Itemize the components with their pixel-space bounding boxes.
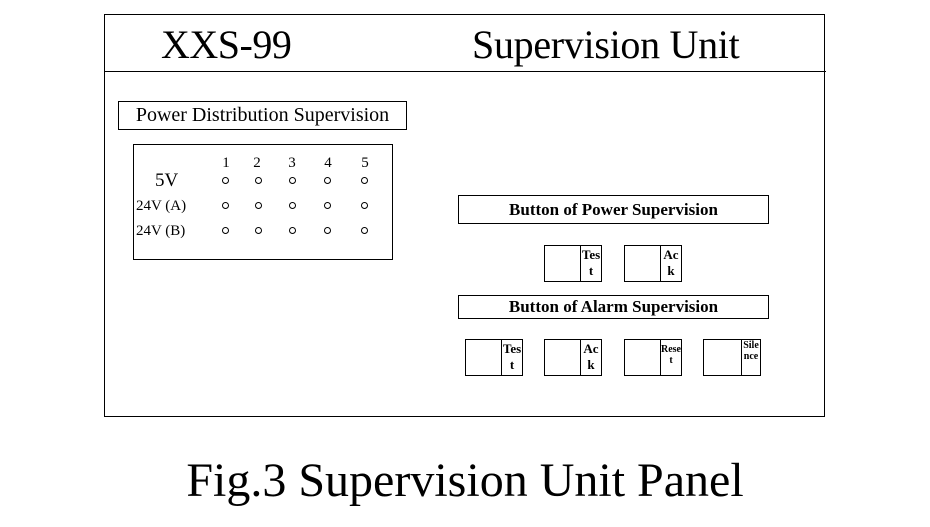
button-face[interactable] <box>466 340 502 375</box>
indicator-light <box>222 227 229 234</box>
indicator-light <box>361 227 368 234</box>
indicator-light <box>255 177 262 184</box>
model-name: XXS-99 <box>161 22 292 67</box>
indicator-light <box>324 227 331 234</box>
row-label-24v-b: 24V (B) <box>136 223 186 239</box>
indicator-light <box>289 177 296 184</box>
indicator-light <box>255 227 262 234</box>
indicator-light <box>289 227 296 234</box>
header-divider <box>104 71 826 72</box>
indicator-light <box>324 202 331 209</box>
power-indicator-grid: 1 2 3 4 5 5V 24V (A) 24V (B) <box>133 144 393 260</box>
alarm-silence-button[interactable]: Silence <box>703 339 761 376</box>
column-number: 4 <box>324 155 332 171</box>
indicator-light <box>361 202 368 209</box>
column-number: 3 <box>288 155 296 171</box>
row-label-5v: 5V <box>155 170 179 191</box>
power-test-button[interactable]: Test <box>544 245 602 282</box>
alarm-test-button[interactable]: Test <box>465 339 523 376</box>
row-label-24v-a: 24V (A) <box>136 198 187 214</box>
figure-caption: Fig.3 Supervision Unit Panel <box>186 454 744 507</box>
column-number: 1 <box>222 155 230 171</box>
button-label: Ack <box>583 341 599 372</box>
power-ack-button[interactable]: Ack <box>624 245 682 282</box>
button-label: Test <box>502 341 522 372</box>
button-face[interactable] <box>545 340 581 375</box>
indicator-light <box>361 177 368 184</box>
alarm-buttons-title: Button of Alarm Supervision <box>458 295 769 319</box>
button-label: Test <box>581 247 601 278</box>
indicator-light <box>222 177 229 184</box>
alarm-reset-button[interactable]: Reset <box>624 339 682 376</box>
alarm-ack-button[interactable]: Ack <box>544 339 602 376</box>
column-number: 2 <box>253 155 261 171</box>
button-face[interactable] <box>545 246 581 281</box>
button-face[interactable] <box>625 246 661 281</box>
button-label: Ack <box>663 247 679 278</box>
power-buttons-title: Button of Power Supervision <box>458 195 769 224</box>
supervision-panel <box>104 14 825 417</box>
button-label: Silence <box>743 340 759 362</box>
power-distribution-title: Power Distribution Supervision <box>118 101 407 130</box>
indicator-light <box>324 177 331 184</box>
button-label: Reset <box>661 344 681 366</box>
indicator-light <box>289 202 296 209</box>
indicator-light <box>222 202 229 209</box>
unit-title: Supervision Unit <box>472 22 740 67</box>
button-face[interactable] <box>625 340 661 375</box>
indicator-light <box>255 202 262 209</box>
column-number: 5 <box>361 155 369 171</box>
button-face[interactable] <box>704 340 742 375</box>
